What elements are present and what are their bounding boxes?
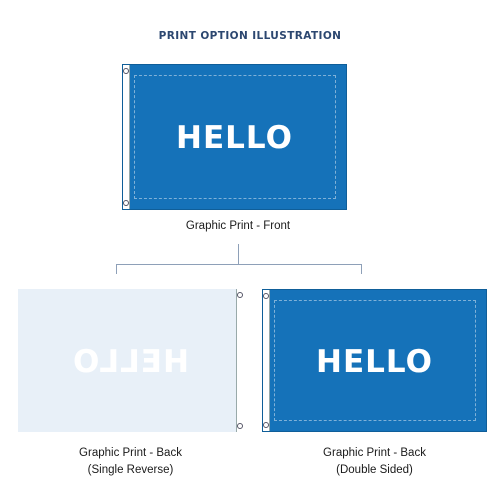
connector-bar <box>116 264 362 265</box>
flag-sleeve <box>263 290 270 431</box>
connector-stem <box>238 244 239 264</box>
flag-dashed-border <box>274 300 476 421</box>
back-double-flag-text: HELLO <box>316 344 433 380</box>
grommet-icon <box>123 68 129 74</box>
back-double-flag: HELLO <box>262 289 487 432</box>
page-title: PRINT OPTION ILLUSTRATION <box>158 30 342 42</box>
grommet-icon <box>237 292 243 298</box>
back-double-caption: Graphic Print - Back (Double Sided) <box>262 445 487 479</box>
front-flag-text: HELLO <box>176 120 293 156</box>
back-single-caption: Graphic Print - Back (Single Reverse) <box>18 445 243 479</box>
flag-sleeve <box>123 65 130 209</box>
back-double-caption-line1: Graphic Print - Back <box>323 447 426 459</box>
back-single-caption-line1: Graphic Print - Back <box>79 447 182 459</box>
flag-sleeve <box>236 289 243 432</box>
grommet-icon <box>237 423 243 429</box>
back-double-caption-line2: (Double Sided) <box>336 464 413 476</box>
grommet-icon <box>123 200 129 206</box>
front-flag: HELLO <box>122 64 347 210</box>
back-single-flag: HELLO <box>18 289 243 432</box>
connector-left-drop <box>116 264 117 274</box>
grommet-icon <box>263 422 269 428</box>
back-single-flag-text: HELLO <box>72 344 189 380</box>
connector-right-drop <box>361 264 362 274</box>
grommet-icon <box>263 293 269 299</box>
front-caption: Graphic Print - Front <box>185 220 291 232</box>
back-single-caption-line2: (Single Reverse) <box>87 464 174 476</box>
flag-dashed-border <box>134 75 336 199</box>
